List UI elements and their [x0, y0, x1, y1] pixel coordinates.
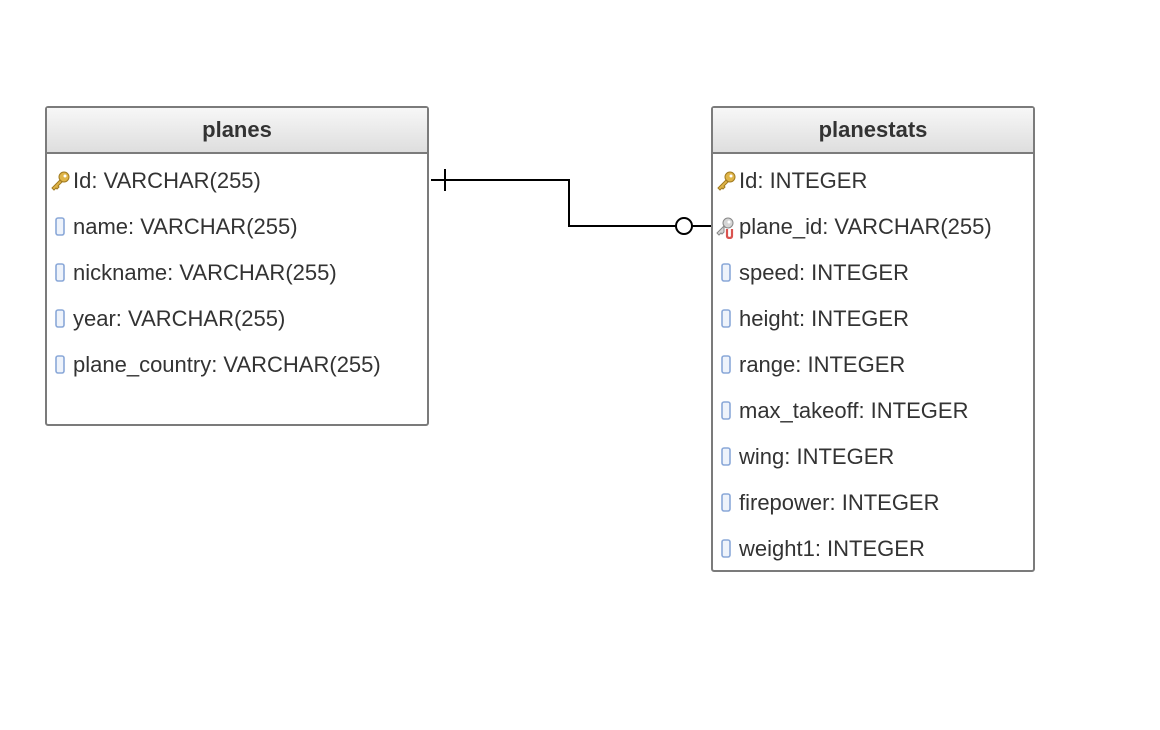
column-label: plane_country: VARCHAR(255) — [73, 352, 381, 377]
column-row[interactable]: speed: INTEGER — [713, 250, 1033, 296]
foreign-key-icon — [713, 204, 739, 250]
planestats-table[interactable]: planestats Id: INTEGER plane_id: VARCHAR… — [711, 106, 1035, 572]
column-label: height: INTEGER — [739, 306, 909, 331]
column-icon — [713, 296, 739, 342]
column-icon — [47, 204, 73, 250]
column-label: year: VARCHAR(255) — [73, 306, 286, 331]
column-label: Id: VARCHAR(255) — [73, 168, 261, 193]
column-row[interactable]: plane_id: VARCHAR(255) — [713, 204, 1033, 250]
column-label: wing: INTEGER — [739, 444, 895, 469]
relationship-line — [431, 179, 676, 227]
planes-table[interactable]: planes Id: VARCHAR(255) name: VARCHAR(25… — [45, 106, 429, 426]
column-row[interactable]: wing: INTEGER — [713, 434, 1033, 480]
primary-key-icon — [47, 158, 73, 204]
column-row[interactable]: plane_country: VARCHAR(255) — [47, 342, 427, 388]
column-row[interactable]: year: VARCHAR(255) — [47, 296, 427, 342]
column-label: weight1: INTEGER — [739, 536, 925, 561]
column-icon — [713, 388, 739, 434]
column-row[interactable]: firepower: INTEGER — [713, 480, 1033, 526]
column-icon — [713, 250, 739, 296]
table-title: planes — [47, 108, 427, 154]
column-row[interactable]: max_takeoff: INTEGER — [713, 388, 1033, 434]
column-icon — [47, 342, 73, 388]
column-row[interactable]: weight1: INTEGER — [713, 526, 1033, 572]
column-icon — [713, 480, 739, 526]
primary-key-icon — [713, 158, 739, 204]
column-row[interactable]: range: INTEGER — [713, 342, 1033, 388]
column-label: plane_id: VARCHAR(255) — [739, 214, 992, 239]
table-title: planestats — [713, 108, 1033, 154]
column-icon — [47, 250, 73, 296]
column-list: Id: VARCHAR(255) name: VARCHAR(255) nick… — [47, 154, 427, 388]
zero-cardinality-circle — [675, 217, 693, 235]
column-label: name: VARCHAR(255) — [73, 214, 298, 239]
column-list: Id: INTEGER plane_id: VARCHAR(255) speed… — [713, 154, 1033, 572]
column-row[interactable]: nickname: VARCHAR(255) — [47, 250, 427, 296]
column-label: max_takeoff: INTEGER — [739, 398, 969, 423]
column-label: nickname: VARCHAR(255) — [73, 260, 337, 285]
column-icon — [713, 342, 739, 388]
column-row[interactable]: height: INTEGER — [713, 296, 1033, 342]
column-row[interactable]: Id: VARCHAR(255) — [47, 158, 427, 204]
column-row[interactable]: Id: INTEGER — [713, 158, 1033, 204]
column-label: Id: INTEGER — [739, 168, 868, 193]
column-icon — [47, 296, 73, 342]
column-icon — [713, 434, 739, 480]
column-row[interactable]: name: VARCHAR(255) — [47, 204, 427, 250]
column-label: range: INTEGER — [739, 352, 906, 377]
column-label: firepower: INTEGER — [739, 490, 940, 515]
column-label: speed: INTEGER — [739, 260, 909, 285]
column-icon — [713, 526, 739, 572]
